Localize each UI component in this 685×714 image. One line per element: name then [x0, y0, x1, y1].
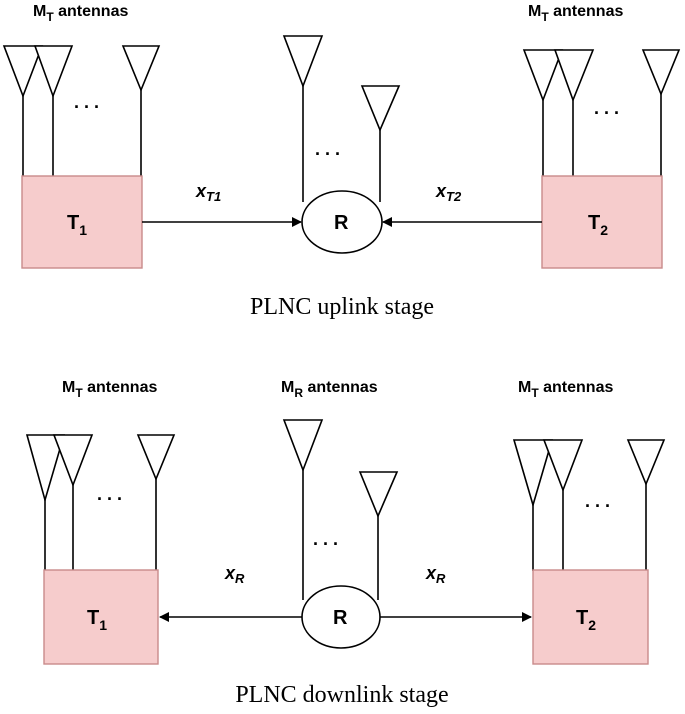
uplink-node-t2-label: T2 [588, 212, 608, 238]
antenna-ellipsis: . . . [585, 491, 610, 511]
antenna-icon [358, 471, 399, 519]
uplink-signal-xt1: xT1 [195, 181, 221, 204]
antenna-icon [360, 85, 401, 133]
antenna-icon [553, 49, 595, 103]
uplink-relay-label: R [334, 212, 349, 234]
antenna-ellipsis: . . . [74, 92, 99, 112]
antenna-icon [52, 434, 94, 488]
antenna-ellipsis: . . . [315, 139, 340, 159]
downlink-stage: MT antennas MR antennas MT antennas . . … [25, 379, 666, 708]
uplink-right-antenna-label: MT antennas [528, 3, 623, 24]
downlink-signal-xr-left: xR [224, 563, 245, 586]
downlink-left-antenna-label: MT antennas [62, 379, 157, 400]
downlink-node-t1-label: T1 [87, 607, 107, 633]
antenna-ellipsis: . . . [313, 529, 338, 549]
antenna-icon [641, 49, 681, 97]
antenna-icon [626, 439, 666, 487]
uplink-node-t1-label: T1 [67, 212, 87, 238]
antenna-icon [2, 45, 44, 99]
downlink-node-t2-label: T2 [576, 607, 596, 633]
downlink-node-t1 [43, 569, 159, 665]
antenna-icon [522, 49, 564, 103]
antenna-icon [512, 439, 554, 508]
downlink-signal-xr-right: xR [425, 563, 446, 586]
downlink-caption: PLNC downlink stage [235, 682, 448, 708]
antenna-icon [25, 434, 66, 503]
uplink-stage: MT antennas MT antennas . . . T1 . . . R [2, 3, 681, 320]
antenna-icon [542, 439, 584, 493]
uplink-node-t2 [541, 175, 663, 269]
antenna-icon [136, 434, 176, 482]
uplink-signal-xt2: xT2 [435, 181, 462, 204]
antenna-ellipsis: . . . [97, 484, 122, 504]
downlink-relay-label: R [333, 607, 348, 629]
antenna-ellipsis: . . . [594, 98, 619, 118]
uplink-caption: PLNC uplink stage [250, 294, 434, 320]
antenna-icon [33, 45, 74, 99]
antenna-icon [282, 35, 324, 89]
downlink-node-t2 [532, 569, 649, 665]
uplink-left-antenna-label: MT antennas [33, 3, 128, 24]
antenna-icon [282, 419, 324, 473]
uplink-node-t1 [21, 175, 143, 269]
downlink-relay-antenna-label: MR antennas [281, 379, 378, 400]
antenna-icon [121, 45, 161, 93]
downlink-right-antenna-label: MT antennas [518, 379, 613, 400]
